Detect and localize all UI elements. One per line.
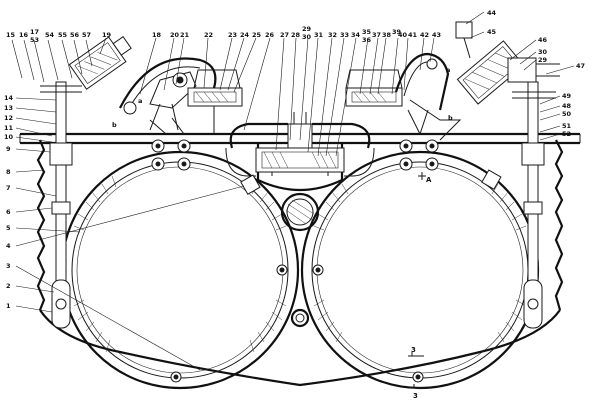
callout-36: 36: [362, 36, 372, 44]
callout-38: 38: [382, 31, 392, 39]
callout-14: 14: [4, 94, 14, 102]
callout-5: 5: [6, 224, 11, 232]
callout-42: 42: [420, 31, 429, 39]
callout-29: 29: [302, 25, 312, 33]
callout-35: 35: [362, 28, 372, 36]
callout-29-right: 29: [538, 56, 548, 64]
callout-28: 28: [291, 31, 301, 39]
callout-3: 3: [6, 262, 11, 270]
left-tie-rod: [40, 81, 82, 329]
callout-19: 19: [102, 31, 112, 39]
callout-27: 27: [280, 31, 289, 39]
callout-40: 40: [398, 31, 408, 39]
callout-b-right: b: [448, 114, 453, 122]
callout-10: 10: [4, 133, 14, 141]
callout-31: 31: [314, 31, 324, 39]
callout-44: 44: [487, 9, 497, 17]
callout-54: 54: [45, 31, 55, 39]
callout-2: 2: [6, 282, 11, 290]
callout-55: 55: [58, 31, 68, 39]
center-bores: [280, 192, 320, 328]
callout-39: 39: [392, 28, 402, 36]
callout-26: 26: [265, 31, 275, 39]
callout-50: 50: [562, 110, 572, 118]
callout-30: 30: [302, 33, 312, 41]
callout-25: 25: [252, 31, 262, 39]
callout-22: 22: [204, 31, 213, 39]
callout-32: 32: [328, 31, 337, 39]
callout-57: 57: [82, 31, 91, 39]
section-marker-A: A: [426, 176, 432, 184]
right-upper-valve-block: [345, 69, 403, 107]
callout-56: 56: [70, 31, 80, 39]
callout-16: 16: [19, 31, 29, 39]
callout-12: 12: [4, 114, 13, 122]
callout-24: 24: [240, 31, 250, 39]
callout-51: 51: [562, 122, 572, 130]
callout-37: 37: [372, 31, 381, 39]
callout-15: 15: [6, 31, 16, 39]
callout-20: 20: [170, 31, 180, 39]
callout-leader-lines: [11, 11, 575, 371]
callout-47: 47: [576, 62, 585, 70]
callout-23: 23: [228, 31, 237, 39]
callout-52: 52: [562, 130, 571, 138]
callout-49: 49: [562, 92, 572, 100]
callout-7: 7: [6, 184, 11, 192]
callout-6: 6: [6, 208, 11, 216]
callout-17: 17: [30, 28, 39, 36]
callout-45: 45: [487, 28, 497, 36]
callout-numbers: 15 16 17 53 54 55 56 57 19 18 20 21 22 2…: [4, 9, 585, 310]
callout-21: 21: [180, 31, 190, 39]
callout-46: 46: [538, 36, 548, 44]
callout-33: 33: [340, 31, 349, 39]
callout-30-right: 30: [538, 48, 548, 56]
callout-4: 4: [6, 242, 11, 250]
mounting-bolts: [149, 109, 502, 383]
center-valve-assembly: [225, 112, 375, 177]
callout-13: 13: [4, 104, 13, 112]
section-markers: A 3 3: [408, 172, 432, 400]
callout-8: 8: [6, 168, 11, 176]
left-actuator-assembly: [68, 36, 217, 131]
callout-41: 41: [408, 31, 418, 39]
left-cylinder-bore: [60, 150, 300, 390]
right-actuator-assembly: [394, 21, 560, 141]
callout-11: 11: [4, 124, 14, 132]
callout-b-left: b: [112, 121, 117, 129]
callout-a-right: a: [446, 66, 450, 74]
callout-53: 53: [30, 36, 39, 44]
section-marker-3-top: 3: [411, 346, 416, 354]
callout-18: 18: [152, 31, 162, 39]
callout-43: 43: [432, 31, 441, 39]
callout-a-left: a: [138, 97, 142, 105]
left-upper-valve-block: [187, 69, 243, 134]
right-cylinder-bore: [300, 150, 540, 390]
section-marker-3-bottom: 3: [413, 392, 418, 400]
callout-34: 34: [351, 31, 361, 39]
callout-9: 9: [6, 145, 11, 153]
callout-48: 48: [562, 102, 572, 110]
callout-1: 1: [6, 302, 11, 310]
